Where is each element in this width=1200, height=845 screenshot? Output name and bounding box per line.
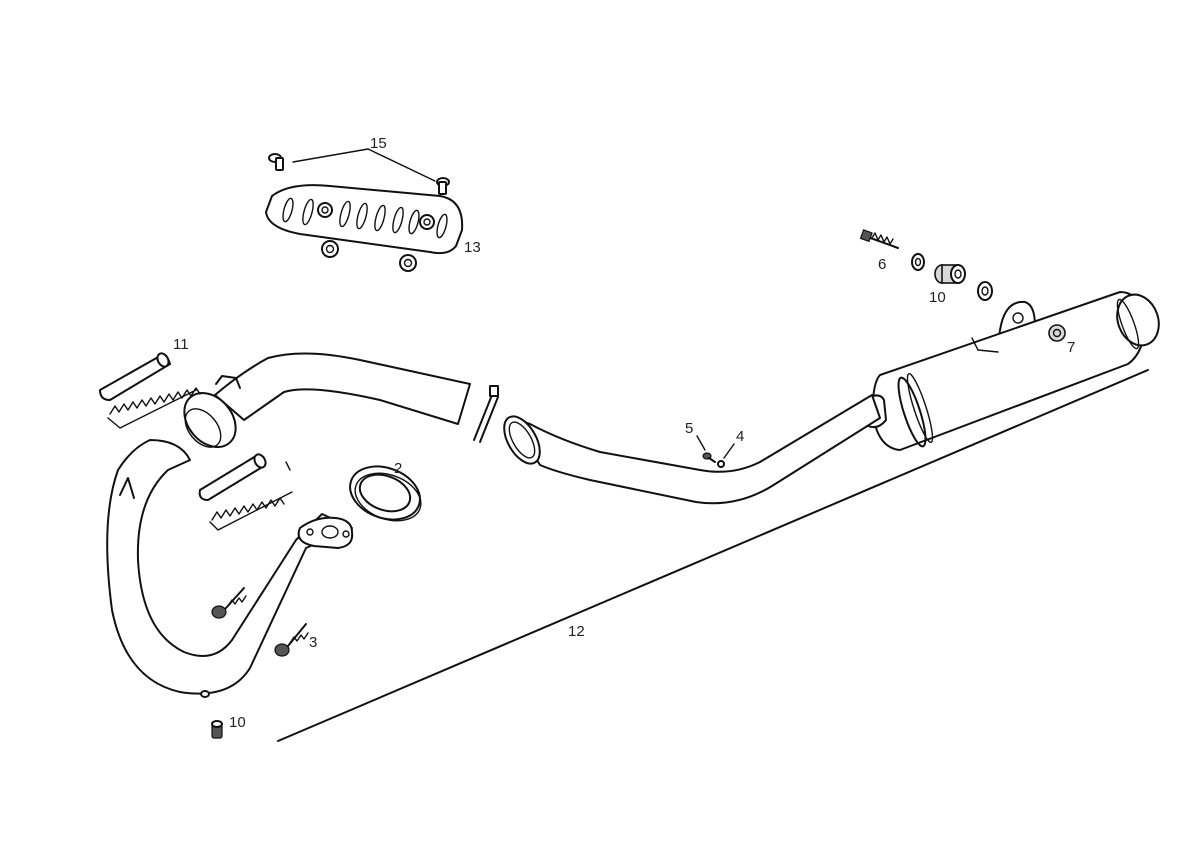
callout-5: 5 <box>685 420 693 437</box>
leader-15 <box>292 148 436 182</box>
callout-10-top: 10 <box>929 289 946 306</box>
mount-washer <box>977 281 993 301</box>
exhaust-spring-pin <box>473 385 499 443</box>
callout-3: 3 <box>309 634 317 651</box>
heat-shield-washer <box>399 254 417 272</box>
spring-upper <box>107 387 201 429</box>
callout-12: 12 <box>568 623 585 640</box>
spring-cover-upper <box>99 352 171 401</box>
callout-13: 13 <box>464 239 481 256</box>
assembly-baseline <box>277 369 1149 742</box>
lower-header-pipe <box>106 439 354 698</box>
heat-shield-screw <box>436 177 450 195</box>
callout-2: 2 <box>394 460 402 477</box>
callout-6: 6 <box>878 256 886 273</box>
muffler-nut <box>1048 324 1066 342</box>
callout-15: 15 <box>370 135 387 152</box>
leader-4 <box>723 443 735 459</box>
callout-10-bottom: 10 <box>229 714 246 731</box>
flange-bolt <box>274 623 309 657</box>
leader-5 <box>696 435 706 451</box>
link-pipe-washer <box>717 460 725 468</box>
flange-bolt <box>211 587 247 619</box>
upper-header-pipe <box>183 352 471 448</box>
spring-lower <box>209 461 293 531</box>
link-pipe-screw <box>702 452 716 463</box>
mount-washer <box>911 253 925 271</box>
spring-cover-lower <box>198 453 267 501</box>
rubber-bushing <box>934 264 966 284</box>
heat-shield-washer <box>321 240 339 258</box>
exhaust-gasket <box>349 465 422 522</box>
heat-shield-screw <box>268 153 284 171</box>
lower-fastener <box>211 720 223 739</box>
heat-shield <box>265 184 464 255</box>
callout-11: 11 <box>173 336 189 353</box>
callout-4: 4 <box>736 428 744 445</box>
callout-7: 7 <box>1067 339 1075 356</box>
link-pipe <box>503 394 881 505</box>
mounting-bolt <box>859 229 899 249</box>
